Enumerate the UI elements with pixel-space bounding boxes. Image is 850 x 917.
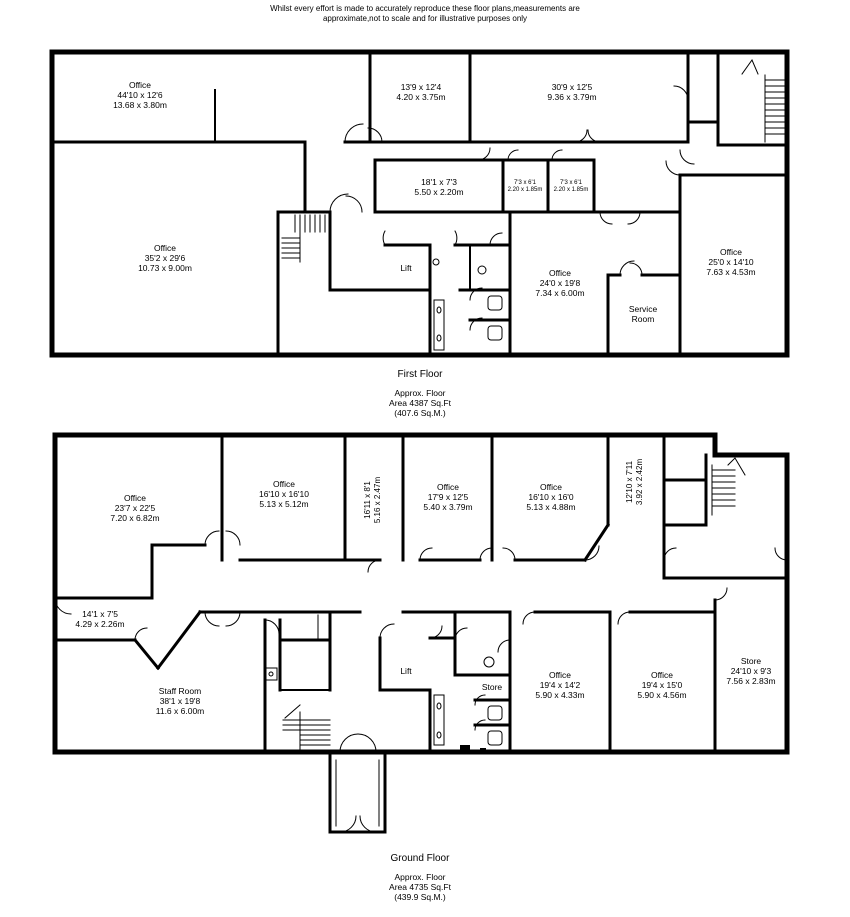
gf-office-h-label: Office 19'4 x 14'2 5.90 x 4.33m (535, 670, 584, 700)
ff-room-c-imperial: 30'9 x 12'5 (551, 82, 593, 92)
ff-room-d-metric: 5.50 x 2.20m (414, 187, 464, 197)
ground-floor-title: Ground Floor (390, 853, 450, 864)
ff-room-d-imperial: 18'1 x 7'3 (421, 177, 457, 187)
ff-office-a-metric: 13.68 x 3.80m (113, 100, 167, 110)
gf-office-d-metric: 5.40 x 3.79m (423, 502, 473, 512)
ff-room-f-metric: 2.20 x 1.85m (553, 187, 589, 193)
gf-office-i-name: Office (650, 670, 674, 680)
gf-room-g-label: 14'1 x 7'5 4.29 x 2.26m (75, 609, 124, 629)
gf-office-b-label: Office 16'10 x 16'10 5.13 x 5.12m (259, 479, 309, 509)
ff-office-g-imperial: 35'2 x 29'6 (144, 253, 186, 263)
gf-office-a-imperial: 23'7 x 22'5 (114, 503, 156, 513)
gf-office-e-metric: 5.13 x 4.88m (526, 502, 576, 512)
first-floor-plan (49, 49, 790, 358)
ff-office-a-name: Office (128, 80, 152, 90)
ff-lift-name: Lift (400, 263, 412, 273)
ff-room-c-metric: 9.36 x 3.79m (547, 92, 597, 102)
gf-lift-label: Lift (400, 666, 411, 676)
ff-room-b-label: 13'9 x 12'4 4.20 x 3.75m (396, 82, 445, 102)
ff-lift-label: Lift (400, 263, 411, 273)
ff-office-i-name: Office (719, 247, 743, 257)
ground-floor-area-line1: Approx. Floor (394, 872, 446, 882)
disclaimer-line-2: approximate,not to scale and for illustr… (322, 14, 528, 23)
ff-room-d-label: 18'1 x 7'3 5.50 x 2.20m (414, 177, 463, 197)
gf-office-h-imperial: 19'4 x 14'2 (539, 680, 581, 690)
ff-service-room-label: Service Room (629, 304, 657, 324)
ff-office-a-label: Office 44'10 x 12'6 13.68 x 3.80m (113, 80, 167, 110)
gf-office-b-name: Office (272, 479, 296, 489)
gf-store-j-imperial: 24'10 x 9'3 (730, 666, 772, 676)
ff-office-g-label: Office 35'2 x 29'6 10.73 x 9.00m (138, 243, 192, 273)
ff-office-h-metric: 7.34 x 6.00m (535, 288, 585, 298)
gf-room-c-metric: 5.16 x 2.47m (373, 476, 382, 524)
ground-floor-area-line3: (439.9 Sq.M.) (394, 892, 446, 902)
ground-floor-area-line2: Area 4735 Sq.Ft (389, 882, 451, 892)
ff-room-f-label: 7'3 x 6'1 2.20 x 1.85m (554, 180, 589, 194)
ff-office-i-metric: 7.63 x 4.53m (706, 267, 756, 277)
gf-office-b-metric: 5.13 x 5.12m (259, 499, 309, 509)
gf-office-d-name: Office (436, 482, 460, 492)
ff-service-line2: Room (631, 314, 655, 324)
gf-lift-name: Lift (400, 666, 412, 676)
ground-floor-caption: Ground Floor Approx. Floor Area 4735 Sq.… (389, 852, 451, 902)
gf-room-f-metric: 3.92 x 2.42m (635, 458, 644, 506)
first-floor-area-line2: Area 4387 Sq.Ft (389, 398, 451, 408)
gf-office-i-metric: 5.90 x 4.56m (637, 690, 687, 700)
first-floor-title: First Floor (397, 369, 443, 380)
gf-room-c-imperial: 16'11 x 8'1 (363, 481, 372, 519)
ground-floor-plan (52, 432, 790, 834)
gf-room-f-label: 12'10 x 7'11 3.92 x 2.42m (625, 459, 645, 505)
gf-office-e-label: Office 16'10 x 16'0 5.13 x 4.88m (526, 482, 575, 512)
ff-office-i-label: Office 25'0 x 14'10 7.63 x 4.53m (706, 247, 755, 277)
gf-office-d-label: Office 17'9 x 12'5 5.40 x 3.79m (423, 482, 472, 512)
gf-store-j-metric: 7.56 x 2.83m (726, 676, 776, 686)
ff-room-b-imperial: 13'9 x 12'4 (400, 82, 442, 92)
gf-room-g-imperial: 14'1 x 7'5 (82, 609, 118, 619)
gf-store-j-label: Store 24'10 x 9'3 7.56 x 2.83m (726, 656, 775, 686)
disclaimer: Whilst every effort is made to accuratel… (0, 4, 850, 24)
ff-room-f-imperial: 7'3 x 6'1 (560, 180, 582, 186)
first-floor-area-line3: (407.6 Sq.M.) (394, 408, 446, 418)
first-floor-area-line1: Approx. Floor (394, 388, 446, 398)
first-floor-outer-wall (49, 49, 790, 358)
gf-office-d-imperial: 17'9 x 12'5 (427, 492, 469, 502)
ff-room-e-imperial: 7'3 x 6'1 (514, 180, 536, 186)
gf-room-c-label: 16'11 x 8'1 5.16 x 2.47m (363, 477, 383, 523)
ff-service-line1: Service (628, 304, 658, 314)
gf-store-j-name: Store (740, 656, 762, 666)
ff-office-g-metric: 10.73 x 9.00m (138, 263, 192, 273)
gf-staff-room-label: Staff Room 38'1 x 19'8 11.6 x 6.00m (156, 686, 205, 716)
ff-office-h-label: Office 24'0 x 19'8 7.34 x 6.00m (535, 268, 584, 298)
gf-room-g-metric: 4.29 x 2.26m (75, 619, 125, 629)
gf-store-small-name: Store (481, 682, 503, 692)
ff-office-g-name: Office (153, 243, 177, 253)
gf-staff-imperial: 38'1 x 19'8 (159, 696, 201, 706)
gf-staff-metric: 11.6 x 6.00m (155, 706, 205, 716)
gf-store-small-label: Store (482, 682, 502, 692)
ground-floor-outer-wall (52, 432, 790, 755)
gf-office-h-metric: 5.90 x 4.33m (535, 690, 585, 700)
gf-room-f-imperial: 12'10 x 7'11 (625, 460, 634, 504)
gf-office-e-imperial: 16'10 x 16'0 (528, 492, 574, 502)
ff-room-e-metric: 2.20 x 1.85m (507, 187, 543, 193)
gf-office-a-label: Office 23'7 x 22'5 7.20 x 6.82m (110, 493, 159, 523)
gf-office-e-name: Office (539, 482, 563, 492)
first-floor-caption: First Floor Approx. Floor Area 4387 Sq.F… (389, 368, 451, 418)
disclaimer-line-1: Whilst every effort is made to accuratel… (270, 4, 580, 13)
ff-office-h-name: Office (548, 268, 572, 278)
gf-office-i-imperial: 19'4 x 15'0 (641, 680, 683, 690)
gf-office-a-metric: 7.20 x 6.82m (110, 513, 160, 523)
ff-room-e-label: 7'3 x 6'1 2.20 x 1.85m (508, 180, 543, 194)
gf-staff-name: Staff Room (158, 686, 202, 696)
gf-office-a-name: Office (123, 493, 147, 503)
ff-room-b-metric: 4.20 x 3.75m (396, 92, 446, 102)
ff-room-c-label: 30'9 x 12'5 9.36 x 3.79m (547, 82, 596, 102)
gf-office-i-label: Office 19'4 x 15'0 5.90 x 4.56m (637, 670, 686, 700)
ff-office-a-imperial: 44'10 x 12'6 (117, 90, 163, 100)
gf-office-h-name: Office (548, 670, 572, 680)
ff-office-i-imperial: 25'0 x 14'10 (708, 257, 754, 267)
gf-office-b-imperial: 16'10 x 16'10 (258, 489, 310, 499)
ff-office-h-imperial: 24'0 x 19'8 (539, 278, 581, 288)
